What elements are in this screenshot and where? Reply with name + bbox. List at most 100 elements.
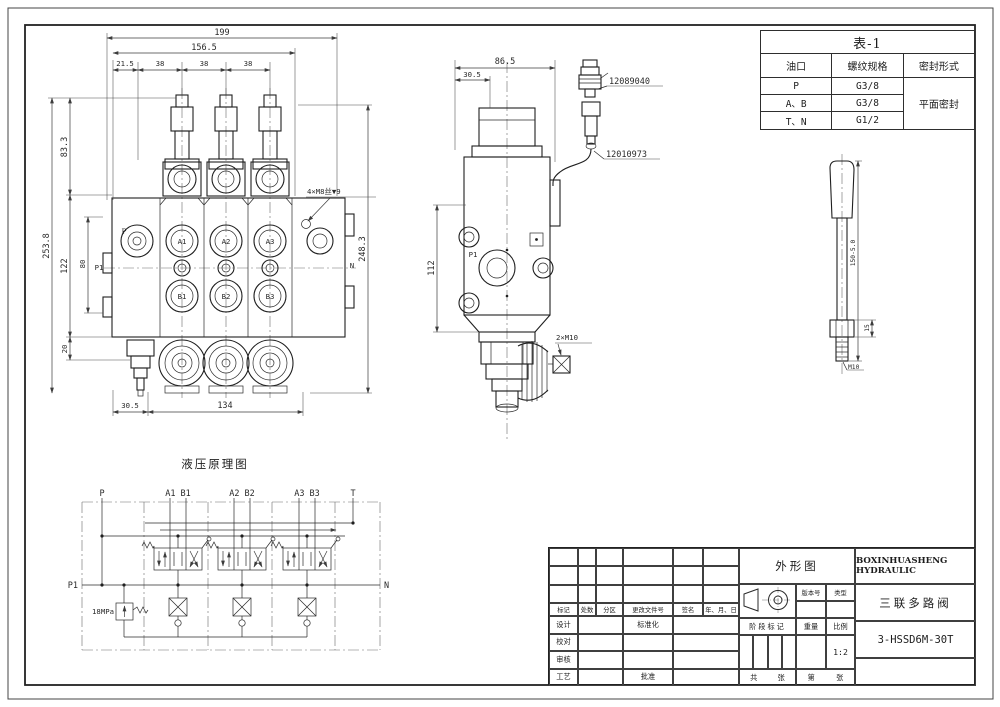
revision-header-row: 标记 处数 分区 更改文件号 签名 年、月、日 (549, 603, 739, 616)
connector-upper (578, 59, 609, 98)
spec-row-port: A、B (759, 94, 833, 112)
relief-pressure-label: 18MPa (92, 607, 114, 616)
spec-row-port: P (759, 77, 833, 95)
inner-border (24, 24, 976, 686)
scale-value-cell: 1:2 (826, 635, 855, 669)
revision-cell (549, 584, 578, 603)
header-date: 年、月、日 (703, 603, 739, 616)
sheet-number-cell: 第 张 (796, 669, 855, 686)
sign-cell (623, 633, 673, 651)
work-ports: A1 A2 A3 B1 B2 B3 (165, 224, 287, 313)
port-a2-label: A2 (222, 237, 231, 246)
part-number-upper: 12089040 (609, 77, 650, 87)
sign-cell (623, 651, 673, 669)
relief-plug (126, 339, 155, 397)
dim-134: 134 (217, 401, 232, 411)
dim-253-8: 253.8 (42, 233, 52, 259)
solenoid-block (549, 179, 561, 227)
spec-row-thread: G3/8 (831, 94, 904, 112)
sheet-total-cell: 共 张 (739, 669, 796, 686)
sign-cell (673, 616, 739, 634)
spec-table-title: 表-1 (760, 30, 975, 54)
cell-standard: 标准化 (623, 616, 673, 634)
dim-38-3: 38 (244, 59, 253, 68)
sch-port-n: N (384, 581, 389, 591)
product-name-cell: 三联多路阀 (855, 584, 976, 621)
revision-cell (623, 566, 673, 585)
spec-row-thread: G1/2 (831, 111, 904, 130)
dim-199: 199 (214, 28, 229, 38)
title-block: 标记 处数 分区 更改文件号 签名 年、月、日 设计标准化 校对 审核 工艺批准… (548, 547, 976, 686)
note-m10-handle: M10 (848, 364, 860, 371)
dim-80: 80 (78, 260, 87, 269)
port-b2-label: B2 (222, 292, 231, 301)
spec-table: 表-1 油口 螺纹规格 密封形式 P G3/8 平面密封 A、B G3/8 T、… (759, 30, 976, 130)
header-mark: 标记 (549, 603, 578, 616)
spool-section-1 (141, 498, 212, 637)
revision-cell (596, 584, 623, 603)
front-port-p-label: P (122, 227, 127, 236)
type-label-cell: 类型 (826, 584, 855, 601)
revision-cell (578, 548, 596, 567)
stage-cell (781, 635, 796, 669)
note-2xm10: 2×M10 (556, 333, 578, 342)
revision-cell (673, 566, 703, 585)
header-count: 处数 (578, 603, 596, 616)
spec-col-port: 油口 (759, 53, 833, 78)
stage-mark-cells (739, 635, 796, 669)
sheet-unit2: 张 (836, 672, 844, 682)
header-zone: 分区 (596, 603, 623, 616)
revision-cell (673, 548, 703, 567)
relief-valve (115, 585, 149, 637)
header-change-no: 更改文件号 (623, 603, 673, 616)
port-a3-label: A3 (266, 237, 275, 246)
sign-cell (673, 633, 739, 651)
revision-cell (623, 584, 673, 603)
weight-label-cell: 重量 (796, 618, 826, 635)
stage-label-cell: 阶段标记 (739, 618, 796, 635)
version-label-cell: 版本号 (796, 584, 826, 601)
front-port-n-label: N (350, 261, 354, 270)
handle-grip (829, 160, 855, 219)
drawing-number-cell (855, 658, 976, 686)
sch-port-a1b1: A1 B1 (165, 489, 191, 499)
side-view: P1 2×M10 (427, 57, 663, 440)
row-review: 审核 (549, 651, 578, 669)
port-b3-label: B3 (266, 292, 275, 301)
model-number-cell: 3-HSSD6M-30T (855, 621, 976, 658)
revision-cell (596, 566, 623, 585)
schematic-title: 液压原理图 (181, 457, 249, 471)
row-design: 设计 (549, 616, 578, 634)
revision-cell (703, 584, 739, 603)
sign-cell (673, 651, 739, 669)
sheet-unit1: 张 (777, 672, 785, 682)
joystick-boot (517, 341, 549, 402)
part-number-lower: 12010973 (606, 150, 647, 160)
version-value-cell (796, 601, 826, 618)
side-port-p1-label: P1 (469, 250, 478, 259)
port-a1-label: A1 (178, 237, 187, 246)
dim-122: 122 (60, 258, 70, 273)
company-name-cell: BOXINHUASHENG HYDRAULIC (855, 548, 976, 584)
dim-86-5: 86.5 (495, 57, 515, 67)
revision-cell (549, 566, 578, 585)
revision-cell (549, 548, 578, 567)
projection-symbol-cell (739, 584, 796, 618)
sch-port-p1: P1 (68, 581, 78, 591)
first-angle-projection-icon (743, 587, 792, 613)
outer-border (7, 7, 994, 700)
view-name-cell: 外形图 (739, 548, 855, 584)
revision-cell (623, 548, 673, 567)
port-b1-label: B1 (178, 292, 187, 301)
sign-cell (673, 668, 739, 686)
front-port-p1-label: P1 (95, 263, 104, 272)
sch-port-a3b3: A3 B3 (294, 489, 320, 499)
dim-handle-length: 150-5.0 (850, 240, 857, 267)
stage-cell (739, 635, 754, 669)
spool-section-2 (205, 498, 276, 637)
header-sign: 签名 (673, 603, 703, 616)
m8-tapped-hole (301, 219, 311, 229)
sheet-total-label: 共 (750, 672, 758, 682)
dim-83-3: 83.3 (60, 137, 70, 157)
